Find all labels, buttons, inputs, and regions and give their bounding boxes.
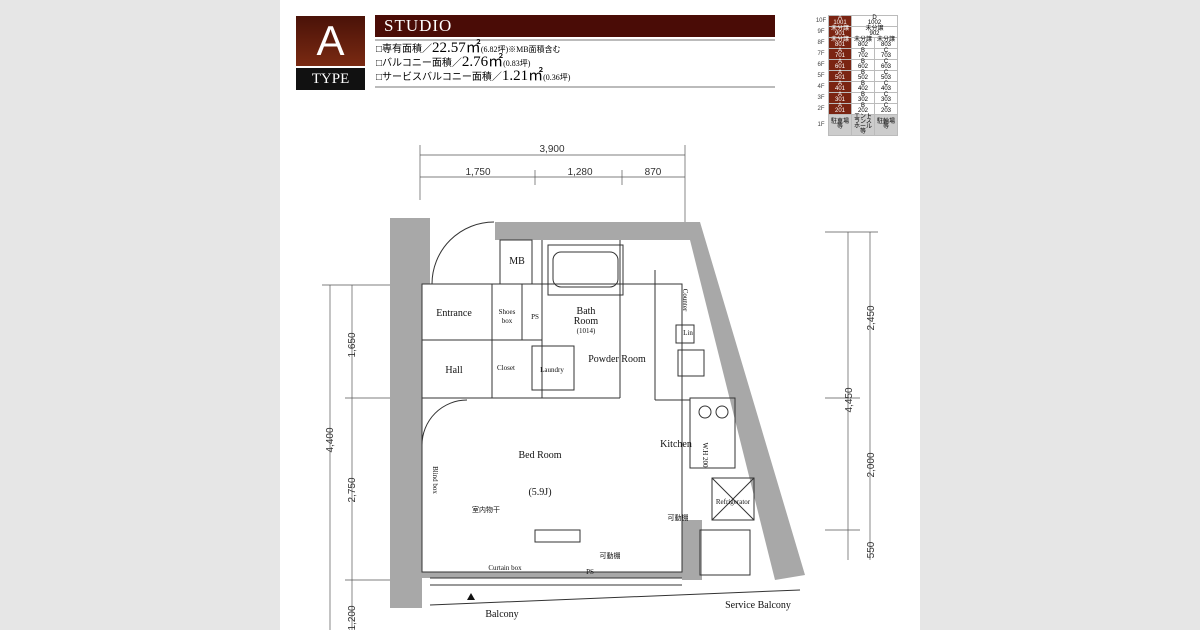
area-note: ※MB面積含む xyxy=(508,45,561,54)
area-label: □サービスバルコニー面積／ xyxy=(376,72,502,83)
floor-label: 8F xyxy=(817,39,825,46)
wh-label: W.H 200 xyxy=(701,442,709,468)
walls xyxy=(390,218,805,608)
unit-cell: 未分譲 803 xyxy=(874,37,898,49)
dim-top-total: 3,900 xyxy=(539,144,564,155)
area-row: □バルコニー面積／2.76㎡(0.83坪) xyxy=(376,54,570,70)
area-tsubo: (0.36坪) xyxy=(543,73,571,82)
dim-right-total: 4,450 xyxy=(844,387,855,412)
room-shoes-box: box xyxy=(502,317,513,325)
unit-cell: 駐車場等 xyxy=(828,114,852,136)
room-ps-2: PS xyxy=(586,568,594,576)
room-bath-size: (1014) xyxy=(577,327,596,335)
floor-label: 10F xyxy=(815,17,827,24)
room-closet: Closet xyxy=(497,364,515,372)
area-row: □専有面積／22.57㎡(6.82坪)※MB面積含む xyxy=(376,40,570,56)
room-ps: PS xyxy=(531,313,539,321)
area-value: 22.57㎡ xyxy=(432,40,481,56)
refrigerator-label: Refrigerator xyxy=(716,498,751,506)
room-bath: Room xyxy=(574,316,599,327)
area-tsubo: (6.82坪) xyxy=(480,45,509,54)
room-hall: Hall xyxy=(445,365,462,376)
floor-label: 7F xyxy=(817,50,825,57)
laundry-label: Laundry xyxy=(540,366,564,374)
interior-walls xyxy=(421,221,801,606)
area-label: □バルコニー面積／ xyxy=(376,58,462,69)
balcony-label: Balcony xyxy=(485,609,518,620)
unit-name-banner: STUDIO xyxy=(375,15,775,37)
counter-label: Counter xyxy=(681,289,689,312)
room-bath: Bath xyxy=(577,306,596,317)
unit-cell: A 501 xyxy=(828,70,852,82)
room-bed: Bed Room xyxy=(518,450,561,461)
dim-left: 1,650 xyxy=(347,332,358,357)
floor-label: 3F xyxy=(817,94,825,101)
room-bed-size: (5.9J) xyxy=(528,487,551,498)
unit-cell: C 403 xyxy=(874,81,898,93)
room-shoes-box: Shoes xyxy=(499,308,516,316)
type-label: TYPE xyxy=(296,68,365,90)
floor-label: 2F xyxy=(817,105,825,112)
room-mb: MB xyxy=(509,256,525,267)
dim-right: 2,000 xyxy=(866,452,877,477)
dimension-lines xyxy=(322,145,878,630)
floor-label: 5F xyxy=(817,72,825,79)
floor-label: 6F xyxy=(817,61,825,68)
dim-top: 1,280 xyxy=(567,167,592,178)
floor-plan-page xyxy=(280,0,920,630)
room-kitchen: Kitchen xyxy=(660,439,692,450)
room-powder: Powder Room xyxy=(588,354,646,365)
dim-left-total: 4,400 xyxy=(325,427,336,452)
blind-box-label: Blind box xyxy=(431,466,439,494)
unit-cell: 駐輪場等 xyxy=(874,114,898,136)
area-row: □サービスバルコニー面積／1.21㎡(0.36坪) xyxy=(376,68,571,84)
area-label: □専有面積／ xyxy=(376,44,433,55)
area-tsubo: (0.83坪) xyxy=(503,59,531,68)
room-entrance: Entrance xyxy=(436,308,472,319)
dim-top: 870 xyxy=(645,167,662,178)
dim-left: 2,750 xyxy=(347,477,358,502)
dim-left: 1,200 xyxy=(347,605,358,630)
area-value: 2.76㎡ xyxy=(461,54,504,70)
entrance-marker-icon xyxy=(467,593,475,600)
divider xyxy=(375,86,775,88)
shelf-label: 可動棚 xyxy=(600,551,621,560)
floor-label: 4F xyxy=(817,83,825,90)
floor-label: 9F xyxy=(817,28,825,35)
divider xyxy=(375,39,775,41)
linen-label: Lin xyxy=(683,329,693,337)
service-balcony-label: Service Balcony xyxy=(725,600,791,611)
area-value: 1.21㎡ xyxy=(501,68,544,84)
area-list: □専有面積／22.57㎡(6.82坪)※MB面積含む□バルコニー面積／2.76㎡… xyxy=(376,40,571,84)
shelf-label: 可動棚 xyxy=(668,513,689,522)
curtain-box-label: Curtain box xyxy=(488,564,522,572)
dim-right: 550 xyxy=(866,541,877,558)
dim-top: 1,750 xyxy=(465,167,490,178)
indoor-dryer-label: 室内物干 xyxy=(472,505,500,514)
type-letter: A xyxy=(296,16,365,66)
dim-right: 2,450 xyxy=(866,305,877,330)
floor-label: 1F xyxy=(817,121,825,128)
